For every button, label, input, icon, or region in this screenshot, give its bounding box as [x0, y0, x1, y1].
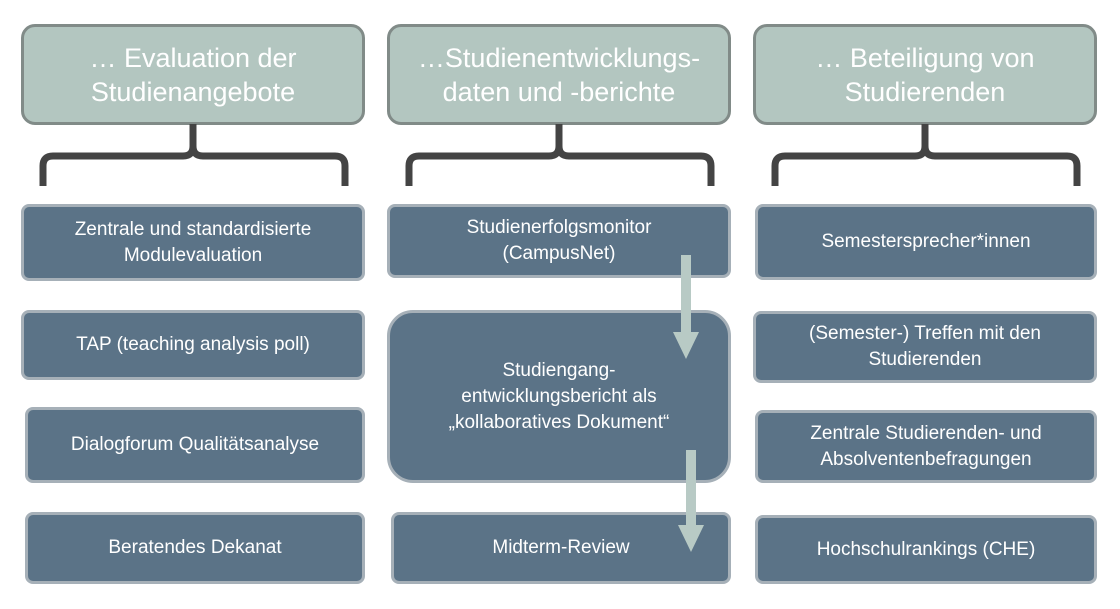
box-dialogforum: Dialogforum Qualitätsanalyse	[25, 407, 365, 483]
box-beratendes-dekanat: Beratendes Dekanat	[25, 512, 365, 584]
box-befragungen: Zentrale Studierenden- und Absolventenbe…	[755, 410, 1097, 483]
box-semestersprecher: Semestersprecher*innen	[755, 204, 1097, 280]
box-hochschulrankings: Hochschulrankings (CHE)	[755, 515, 1097, 584]
box-studienerfolgsmonitor: Studienerfolgsmonitor (CampusNet)	[387, 204, 731, 278]
header-evaluation: … Evaluation der Studienangebote	[21, 24, 365, 125]
arrow-down-1	[673, 255, 699, 359]
arrow-down-2	[678, 450, 704, 552]
box-tap: TAP (teaching analysis poll)	[21, 310, 365, 380]
box-modulevaluation: Zentrale und standardisierte Modulevalua…	[21, 204, 365, 281]
box-semester-treffen: (Semester-) Treffen mit den Studierenden	[753, 311, 1097, 383]
box-midterm-review: Midterm-Review	[391, 512, 731, 584]
brace-evaluation	[39, 124, 349, 186]
brace-beteiligung	[771, 124, 1081, 186]
header-beteiligung: … Beteiligung von Studierenden	[753, 24, 1097, 125]
box-entwicklungsbericht: Studiengang- entwicklungsbericht als „ko…	[387, 310, 731, 483]
header-studienentwicklung: …Studienentwicklungs- daten und -bericht…	[387, 24, 731, 125]
brace-studienentwicklung	[405, 124, 715, 186]
